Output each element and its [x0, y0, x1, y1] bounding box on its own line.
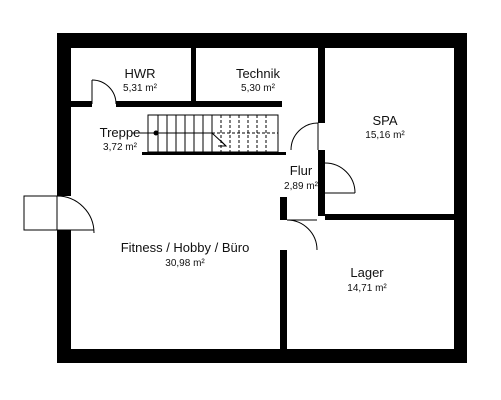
room-name-spa: SPA: [372, 113, 397, 128]
room-area-spa: 15,16 m²: [365, 130, 405, 141]
room-name-fitness: Fitness / Hobby / Büro: [121, 240, 250, 255]
spa-door[interactable]: [290, 122, 325, 151]
room-area-treppe: 3,72 m²: [103, 142, 138, 153]
room-area-lager: 14,71 m²: [347, 283, 387, 294]
stair-arrow-start: [153, 130, 159, 136]
fitness-door[interactable]: [280, 219, 318, 251]
room-name-lager: Lager: [350, 265, 384, 280]
room-name-hwr: HWR: [124, 66, 155, 81]
room-area-hwr: 5,31 m²: [123, 83, 158, 94]
stair-arrow-head: [218, 139, 228, 147]
room-area-flur: 2,89 m²: [284, 181, 319, 192]
room-name-flur: Flur: [290, 163, 313, 178]
room-area-fitness: 30,98 m²: [165, 258, 205, 269]
room-area-technik: 5,30 m²: [241, 83, 276, 94]
hwr-door[interactable]: [91, 79, 117, 105]
floor-area: [71, 48, 454, 349]
interior-walls: [71, 48, 454, 350]
flur-door[interactable]: [324, 162, 356, 194]
room-name-treppe: Treppe: [100, 125, 141, 140]
room-name-technik: Technik: [236, 66, 281, 81]
entrance-door[interactable]: [23, 195, 95, 234]
